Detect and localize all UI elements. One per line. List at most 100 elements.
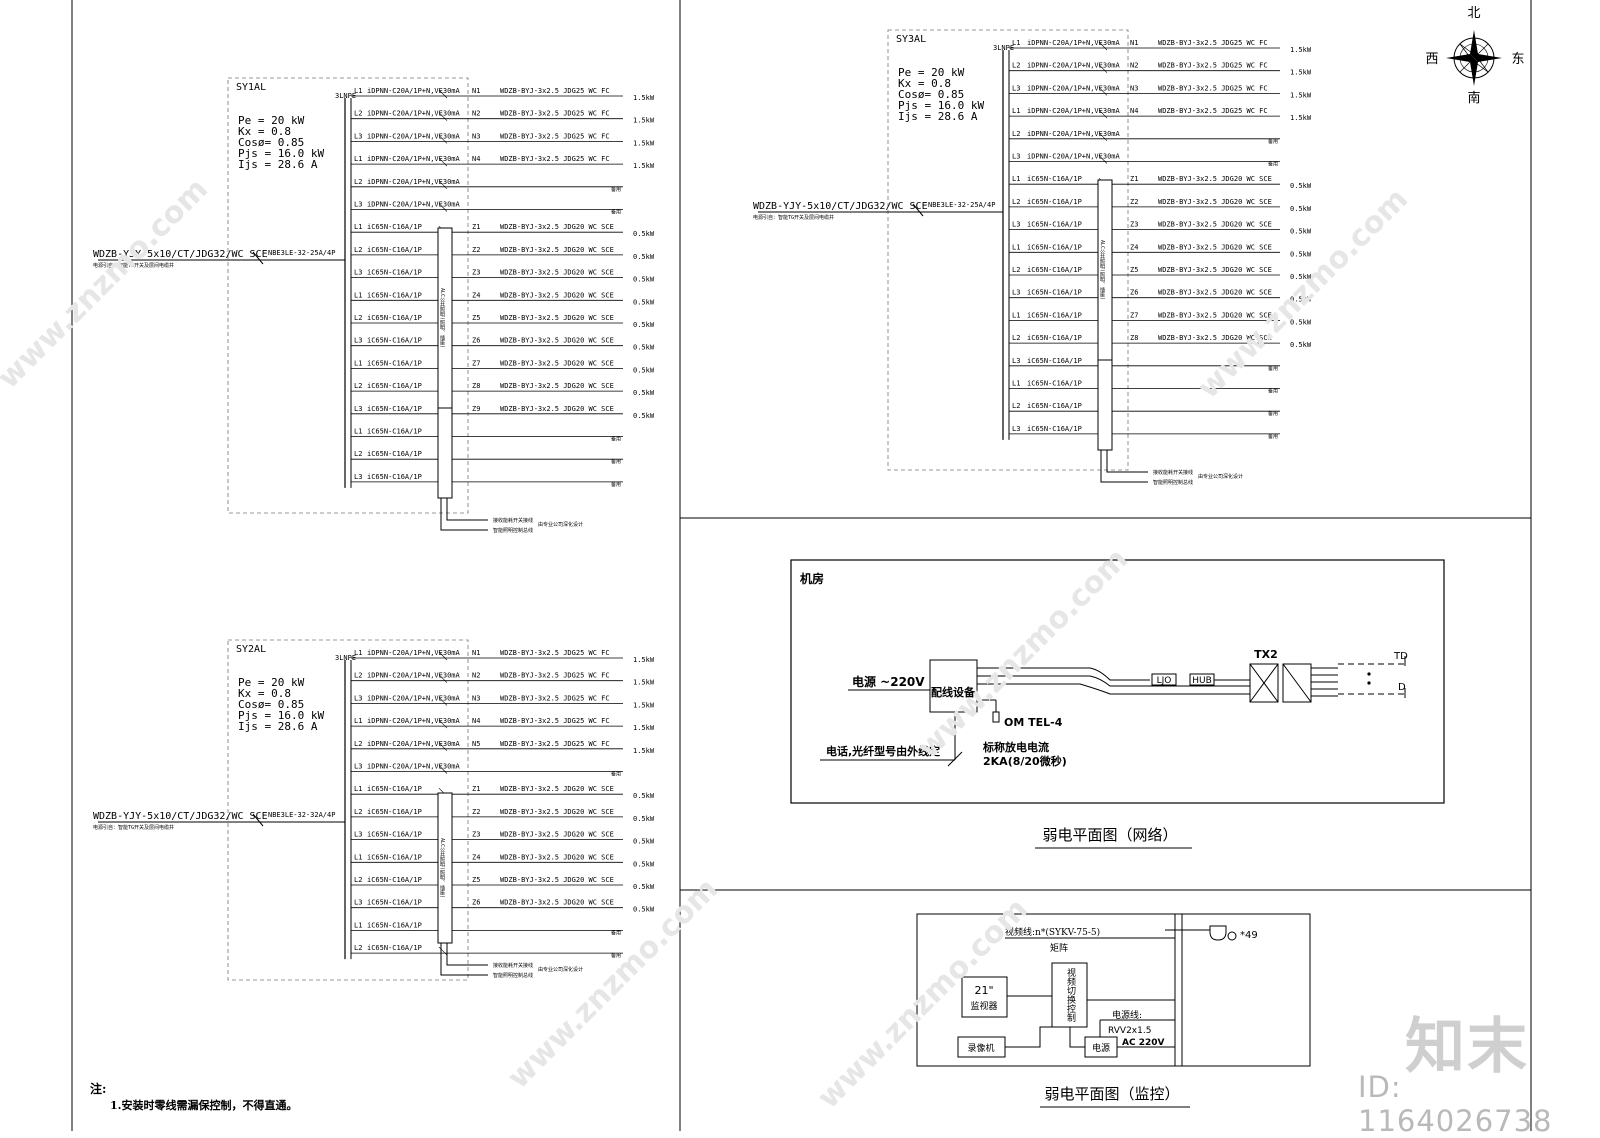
bus-label: 3LNPE <box>335 654 356 662</box>
circuit-phase: L3 <box>1012 84 1020 92</box>
circuit-cable: WDZB-BYJ-3x2.5 JDG25 WC FC <box>500 649 610 657</box>
circuit-load: 0.5kW <box>1290 182 1312 190</box>
circuit-cable: WDZB-BYJ-3x2.5 JDG25 WC FC <box>500 694 610 702</box>
circuit-breaker: iC65N-C16A/1P <box>367 291 422 299</box>
circuit-cable: WDZB-BYJ-3x2.5 JDG25 WC FC <box>1158 62 1268 70</box>
circuit-load: 1.5kW <box>633 724 655 732</box>
circuit-breaker: iDPNN-C20A/1P+N,VE30mA <box>1027 107 1121 115</box>
circuit-breaker: iC65N-C16A/1P <box>367 314 422 322</box>
circuit-phase: L2 <box>1012 266 1020 274</box>
circuit-phase: L1 <box>354 223 362 231</box>
circuit-breaker: iC65N-C16A/1P <box>367 785 422 793</box>
circuit-load: 0.5kW <box>633 366 655 374</box>
circuit-cable: WDZB-BYJ-3x2.5 JDG20 WC SCE <box>500 337 614 345</box>
circuit-cable: WDZB-BYJ-3x2.5 JDG20 WC SCE <box>500 853 614 861</box>
circuit-cable: WDZB-BYJ-3x2.5 JDG20 WC SCE <box>500 785 614 793</box>
circuit-breaker: iC65N-C16A/1P <box>367 473 422 481</box>
tx2-box-b <box>1282 663 1312 703</box>
circuit-id: Z3 <box>1130 221 1138 229</box>
td-label: TD <box>1393 651 1408 662</box>
circuit-breaker: iC65N-C16A/1P <box>367 450 422 458</box>
param-pe: Pe = 20 kW <box>238 676 305 689</box>
foot-note-1: 接收能耗开关接线 <box>493 517 533 524</box>
circuit-id: Z4 <box>472 853 480 861</box>
param-ijs: Ijs = 28.6 A <box>238 720 318 733</box>
network-caption: 弱电平面图（网络） <box>1042 826 1177 844</box>
circuit-load: 0.5kW <box>633 815 655 823</box>
circuit-spare: 备用 <box>611 929 621 936</box>
foot-note-2: 智能照明控制总线 <box>493 527 533 534</box>
circuit-load: 1.5kW <box>633 162 655 170</box>
circuit-cable: WDZB-BYJ-3x2.5 JDG20 WC SCE <box>1158 175 1272 183</box>
param-pe: Pe = 20 kW <box>238 114 305 127</box>
circuit-cable: WDZB-BYJ-3x2.5 JDG20 WC SCE <box>500 359 614 367</box>
circuit-phase: L2 <box>354 450 362 458</box>
circuit-load: 0.5kW <box>1290 228 1312 236</box>
surge-label-1: 标称放电电流 <box>982 740 1049 754</box>
param-pe: Pe = 20 kW <box>898 66 965 79</box>
circuit-breaker: iDPNN-C20A/1P+N,VE30mA <box>367 717 461 725</box>
circuit-load: 1.5kW <box>1290 114 1312 122</box>
foot-note-2: 智能照明控制总线 <box>493 972 533 979</box>
circuit-cable: WDZB-BYJ-3x2.5 JDG20 WC SCE <box>1158 243 1272 251</box>
compass-west: 西 <box>1425 52 1438 67</box>
circuit-breaker: iDPNN-C20A/1P+N,VE30mA <box>367 87 461 95</box>
circuit-spare: 备用 <box>1268 161 1278 168</box>
circuit-breaker: iC65N-C16A/1P <box>1027 289 1082 297</box>
circuit-load: 0.5kW <box>633 321 655 329</box>
circuit-cable: WDZB-BYJ-3x2.5 JDG20 WC SCE <box>500 808 614 816</box>
circuit-breaker: iC65N-C16A/1P <box>1027 243 1082 251</box>
watermark-id: ID: 1164026738 <box>1358 1070 1553 1138</box>
feeder-cable: WDZB-YJY-5x10/CT/JDG32/WC SCE <box>93 811 268 822</box>
sheet-frame <box>71 0 1532 1131</box>
circuit-breaker: iDPNN-C20A/1P+N,VE30mA <box>1027 39 1121 47</box>
circuit-id: Z6 <box>472 337 480 345</box>
circuit-phase: L1 <box>1012 175 1020 183</box>
circuit-breaker: iDPNN-C20A/1P+N,VE30mA <box>367 740 461 748</box>
circuit-breaker: iC65N-C16A/1P <box>367 269 422 277</box>
power-supply-label: 电源 <box>1092 1042 1110 1054</box>
circuit-phase: L1 <box>354 428 362 436</box>
circuit-load: 0.5kW <box>633 860 655 868</box>
main-breaker: NBE3LE-32-25A/4P <box>928 201 995 209</box>
main-breaker: NBE3LE-32-25A/4P <box>268 249 335 257</box>
circuit-id: Z7 <box>472 359 480 367</box>
circuit-spare: 备用 <box>611 186 621 193</box>
ljo-box <box>1151 673 1177 686</box>
monitor-box <box>961 976 1008 1018</box>
network-diagram: 机房 配线设备 电源 ~220V 电话,光纤型号由外线定 OM TEL-4 标称… <box>790 559 1445 849</box>
circuit-phase: L1 <box>354 921 362 929</box>
compass-north: 北 <box>1467 6 1480 21</box>
note-item: 1.安装时零线需漏保控制，不得直通。 <box>110 1099 298 1112</box>
circuit-cable: WDZB-BYJ-3x2.5 JDG20 WC SCE <box>500 269 614 277</box>
circuit-phase: L3 <box>354 337 362 345</box>
side-label: ALC公共照明(照明、插座) <box>1099 240 1105 300</box>
circuit-load: 0.5kW <box>633 389 655 397</box>
circuit-phase: L3 <box>354 269 362 277</box>
circuit-cable: WDZB-BYJ-3x2.5 JDG20 WC SCE <box>500 405 614 413</box>
circuit-load: 0.5kW <box>1290 296 1312 304</box>
circuit-id: N4 <box>472 717 480 725</box>
circuit-breaker: iDPNN-C20A/1P+N,VE30mA <box>367 694 461 702</box>
foot-note-1: 接收能耗开关接线 <box>493 962 533 969</box>
circuit-id: Z2 <box>472 246 480 254</box>
circuit-phase: L2 <box>354 808 362 816</box>
param-ijs: Ijs = 28.6 A <box>898 110 978 123</box>
feeder-cable: WDZB-YJY-5x10/CT/JDG32/WC SCE <box>753 201 928 212</box>
circuit-spare: 备用 <box>1268 433 1278 440</box>
